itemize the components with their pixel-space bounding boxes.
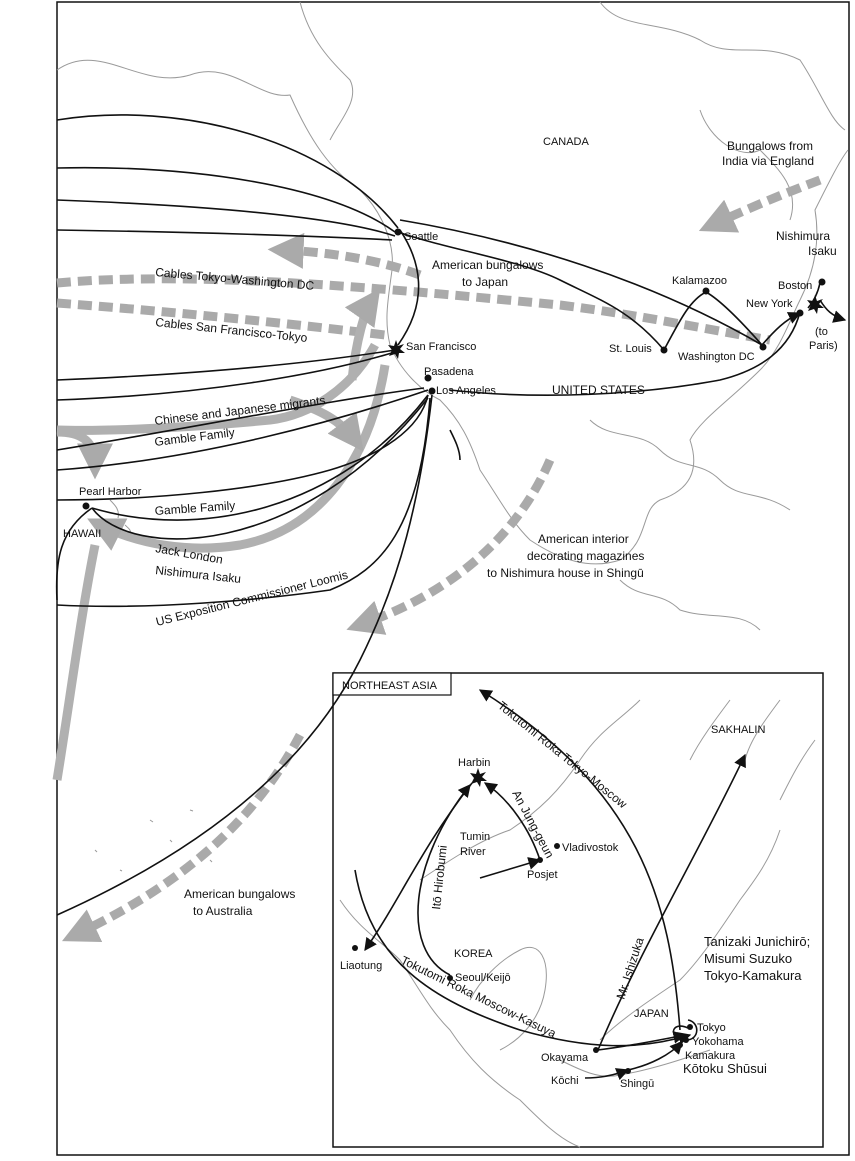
shingu-marker — [625, 1068, 631, 1074]
label-nishimura-isaku-2: Isaku — [808, 244, 837, 258]
label-bungalows-india-1: Bungalows from — [727, 139, 813, 153]
okayama-marker — [593, 1047, 599, 1053]
label-washington-dc: Washington DC — [678, 351, 755, 363]
san-francisco-star — [388, 340, 405, 359]
label-to-paris-1: (to — [815, 326, 828, 338]
label-kochi: Kōchi — [551, 1075, 579, 1087]
label-st-louis: St. Louis — [609, 343, 652, 355]
new-york-marker — [796, 309, 804, 317]
harbin-star — [470, 768, 487, 787]
label-tanizaki-3: Tokyo-Kamakura — [704, 968, 802, 983]
label-american-bungalows-japan-1: American bungalows — [432, 258, 543, 272]
inset-title-box — [332, 672, 452, 696]
label-kalamazoo: Kalamazoo — [672, 275, 727, 287]
boston-marker — [818, 278, 826, 286]
label-american-interior-2: decorating magazines — [527, 549, 644, 563]
label-shingu: Shingū — [620, 1078, 654, 1090]
label-cables-tokyo-washington: Cables Tokyo-Washington DC — [155, 265, 315, 293]
label-tumin-river-2: River — [460, 846, 486, 858]
label-korea: KOREA — [454, 948, 493, 960]
new-york-star — [807, 295, 824, 314]
label-yokohama: Yokohama — [692, 1036, 744, 1048]
inset-coastlines — [339, 699, 816, 1148]
label-united-states: UNITED STATES — [552, 383, 645, 397]
label-american-bungalows-japan-2: to Japan — [462, 275, 508, 289]
label-san-francisco: San Francisco — [406, 341, 476, 353]
label-sakhalin: SAKHALIN — [711, 724, 765, 736]
washington-marker — [759, 343, 767, 351]
seoul-marker — [447, 975, 453, 981]
label-pearl-harbor: Pearl Harbor — [79, 486, 142, 498]
label-pasadena: Pasadena — [424, 366, 474, 378]
label-seattle: Seattle — [404, 231, 438, 243]
posjet-marker — [537, 857, 543, 863]
label-boston: Boston — [778, 280, 812, 292]
label-nishimura-isaku-route: Nishimura Isaku — [155, 563, 242, 586]
label-american-bungalows-australia-2: to Australia — [193, 904, 253, 918]
tokyo-marker — [687, 1024, 693, 1030]
label-american-interior-3: to Nishimura house in Shingū — [487, 566, 644, 580]
label-new-york: New York — [746, 298, 793, 310]
inset-routes — [354, 689, 746, 1081]
city-markers — [82, 228, 826, 1074]
label-kamakura: Kamakura — [685, 1050, 736, 1062]
label-american-bungalows-australia-1: American bungalows — [184, 887, 295, 901]
label-kotoku-shusui: Kōtoku Shūsui — [683, 1061, 767, 1076]
label-ito-hirobumi: Itō Hirobumi — [429, 845, 450, 911]
label-gamble-family-2: Gamble Family — [154, 498, 235, 518]
label-to-paris-2: Paris) — [809, 340, 838, 352]
region-labels: CANADA UNITED STATES HAWAII KOREA JAPAN … — [63, 136, 765, 1020]
label-posjet: Posjet — [527, 869, 558, 881]
liaotung-marker — [352, 945, 358, 951]
los-angeles-marker — [428, 387, 436, 395]
pearl-harbor-marker — [82, 502, 90, 510]
label-nishimura-isaku-1: Nishimura — [776, 229, 830, 243]
label-japan: JAPAN — [634, 1008, 669, 1020]
seattle-marker — [394, 228, 402, 236]
vladivostok-marker — [554, 843, 560, 849]
kamakura-marker — [677, 1042, 683, 1048]
label-american-interior-1: American interior — [538, 532, 629, 546]
label-harbin: Harbin — [458, 757, 490, 769]
label-los-angeles: Los Angeles — [436, 385, 496, 397]
yokohama-marker — [683, 1037, 689, 1043]
label-tumin-river-1: Tumin — [460, 831, 490, 843]
inset-title: NORTHEAST ASIA — [342, 680, 438, 692]
label-tokyo: Tokyo — [697, 1022, 726, 1034]
label-liaotung: Liaotung — [340, 960, 382, 972]
grey-flows — [52, 175, 822, 943]
label-tanizaki-2: Misumi Suzuko — [704, 951, 792, 966]
st-louis-marker — [660, 346, 668, 354]
label-hawaii: HAWAII — [63, 528, 101, 540]
routes — [55, 114, 847, 916]
label-tanizaki-1: Tanizaki Junichirō; — [704, 934, 810, 949]
city-labels: Seattle San Francisco Pasadena Los Angel… — [79, 231, 838, 1090]
pasadena-marker — [424, 374, 432, 382]
label-canada: CANADA — [543, 136, 590, 148]
label-okayama: Okayama — [541, 1052, 589, 1064]
kalamazoo-marker — [702, 287, 710, 295]
label-vladivostok: Vladivostok — [562, 842, 619, 854]
label-seoul: Seoul/Keijō — [455, 972, 511, 984]
label-bungalows-india-2: India via England — [722, 154, 814, 168]
